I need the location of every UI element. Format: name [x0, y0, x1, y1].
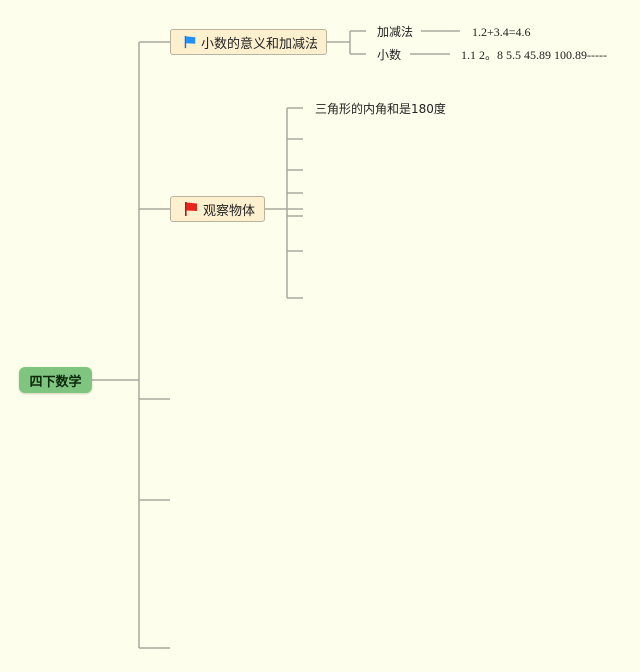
- branch-node-1[interactable]: 小数的意义和加减法: [170, 29, 327, 55]
- b1-child-2-label[interactable]: 小数: [377, 48, 402, 62]
- blue-flag-icon: [184, 35, 196, 49]
- root-node[interactable]: 四下数学: [19, 367, 92, 393]
- branch-node-1-label: 小数的意义和加减法: [200, 36, 318, 52]
- b1-child-1-label[interactable]: 加减法: [377, 25, 414, 39]
- root-node-label: 四下数学: [29, 374, 82, 390]
- branch-node-2[interactable]: 观察物体: [170, 196, 265, 222]
- b2-child-1-label[interactable]: 三角形的内角和是180度: [315, 102, 446, 116]
- b1-child-1-value[interactable]: 1.2+3.4=4.6: [472, 25, 531, 39]
- branch-node-2-label: 观察物体: [203, 203, 256, 219]
- b1-child-2-value[interactable]: 1.1 2。8 5.5 45.89 100.89-----: [461, 48, 607, 62]
- red-flag-icon: [185, 202, 197, 216]
